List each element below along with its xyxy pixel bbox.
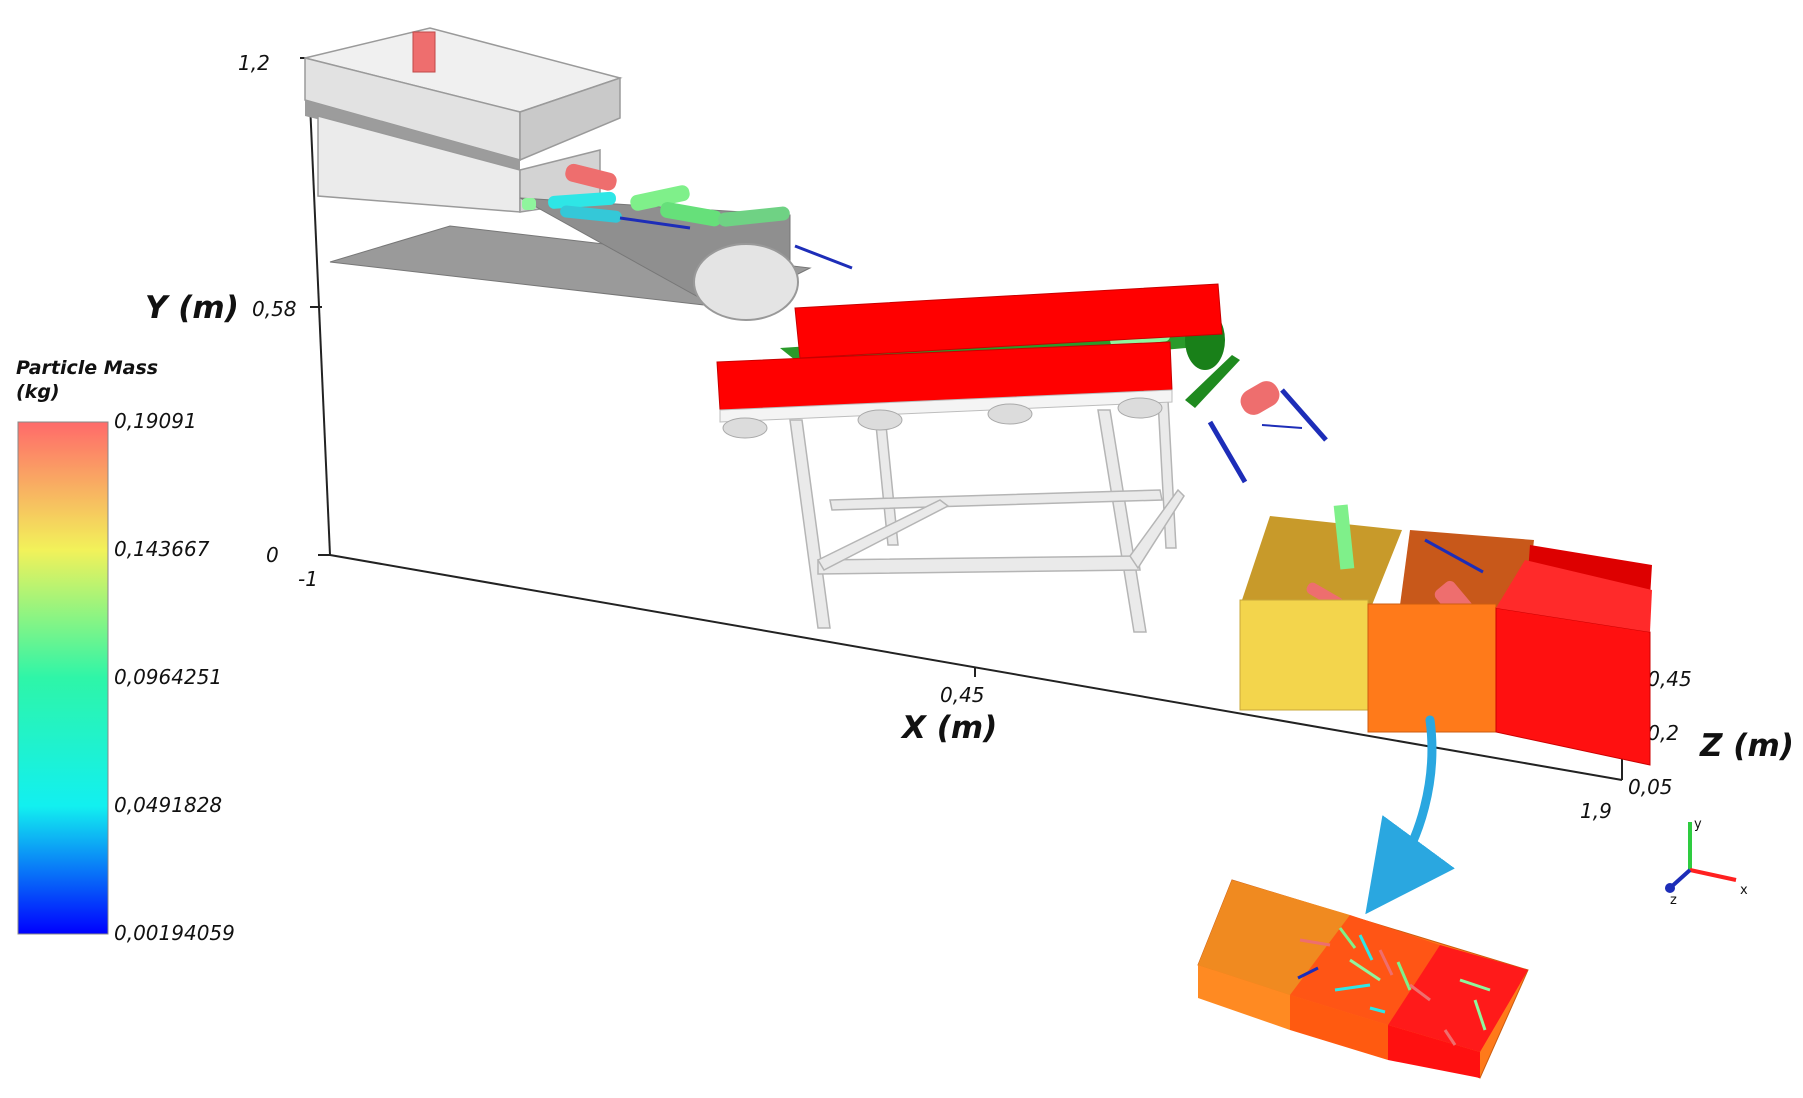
hopper-band — [305, 100, 520, 170]
x-axis-title: X (m) — [900, 710, 997, 746]
particle — [565, 163, 617, 191]
particle — [718, 206, 790, 227]
detail-bin-front-red — [1388, 1025, 1480, 1078]
legend-color-bar — [17, 421, 109, 935]
particle — [412, 31, 436, 73]
bin-yellow-inner — [1242, 516, 1402, 610]
particle — [560, 205, 622, 223]
triad-x-label: x — [1740, 883, 1748, 898]
green-guide-plate — [1185, 355, 1240, 408]
particle — [1424, 538, 1484, 574]
falling-particles — [1207, 381, 1328, 484]
axes: 1,2 0,58 0 Y (m) -1 0,45 1,9 X (m) -0,45… — [145, 51, 1794, 823]
support-frame — [789, 399, 1185, 633]
particle — [1369, 1006, 1386, 1014]
detail-particles — [1297, 927, 1491, 1046]
bin-orange-inner — [1400, 530, 1534, 615]
particle — [1378, 949, 1394, 976]
legend-value: 0,0491828 — [114, 793, 222, 817]
hopper-side — [519, 76, 621, 162]
triad-x-axis — [1689, 868, 1737, 882]
y-tick-label: 1,2 — [238, 51, 270, 75]
z-axis-title: Z (m) — [1699, 728, 1794, 764]
particle — [522, 198, 536, 210]
particle — [1280, 388, 1328, 442]
rail-base — [719, 389, 1173, 423]
particle — [794, 244, 853, 270]
detail-bin-red — [1388, 945, 1528, 1052]
detail-bin-front-orange — [1198, 965, 1290, 1030]
collection-bins — [1239, 504, 1652, 766]
triad-z-label: z — [1670, 893, 1677, 908]
legend-value: 0,19091 — [114, 409, 197, 433]
rollers — [722, 397, 1163, 439]
particle — [1207, 420, 1248, 484]
x-tick-label: 1,9 — [1580, 799, 1612, 823]
y-tick-label: 0 — [266, 543, 279, 567]
sorting-conveyor — [716, 283, 1240, 633]
triad-z-end — [1665, 883, 1675, 893]
zoom-arrow — [1365, 715, 1455, 915]
particle — [1261, 424, 1303, 429]
x-tick-label: -1 — [298, 567, 318, 591]
particle — [1240, 381, 1280, 415]
back-red-rail — [794, 283, 1223, 359]
y-tick-label: 0,58 — [252, 297, 297, 321]
inclined-belt-conveyor — [329, 163, 853, 321]
legend-value: 0,0964251 — [114, 665, 222, 689]
bin-red — [1495, 607, 1651, 766]
particle — [1358, 934, 1374, 961]
legend-unit: (kg) — [16, 381, 60, 403]
z-tick-label: 0,05 — [1628, 775, 1673, 799]
bin-red-top — [1496, 560, 1652, 632]
particle — [548, 191, 616, 209]
particle — [1299, 938, 1331, 947]
color-legend: Particle Mass (kg) 0,19091 0,143667 0,09… — [16, 357, 235, 945]
y-axis-title: Y (m) — [145, 290, 239, 326]
belt-drum — [693, 243, 799, 321]
legend-title: Particle Mass — [16, 357, 158, 379]
particle — [1409, 983, 1431, 1002]
particles-on-belt — [522, 163, 853, 270]
particle — [1333, 504, 1355, 570]
particle — [1459, 978, 1491, 992]
bin-orange — [1367, 603, 1497, 733]
particle — [1297, 966, 1319, 980]
bin-yellow — [1239, 599, 1369, 711]
detail-bin-orange — [1198, 880, 1350, 995]
particle — [1443, 1029, 1457, 1046]
particle — [619, 216, 691, 230]
legend-value: 0,00194059 — [114, 921, 235, 945]
triad-y-label: y — [1694, 817, 1702, 832]
particle — [630, 185, 690, 211]
particle — [1338, 927, 1357, 949]
particle — [1473, 999, 1487, 1031]
particle — [1396, 961, 1412, 991]
feed-hopper — [304, 27, 623, 213]
orientation-triad: y x z — [1665, 817, 1748, 908]
particle — [1334, 983, 1371, 992]
particle — [660, 202, 722, 227]
detail-bin-front-mid — [1290, 995, 1388, 1060]
bins-detail-view — [1197, 879, 1529, 1079]
legend-value: 0,143667 — [114, 537, 210, 561]
x-tick-label: 0,45 — [940, 683, 985, 707]
particle — [1349, 958, 1381, 982]
